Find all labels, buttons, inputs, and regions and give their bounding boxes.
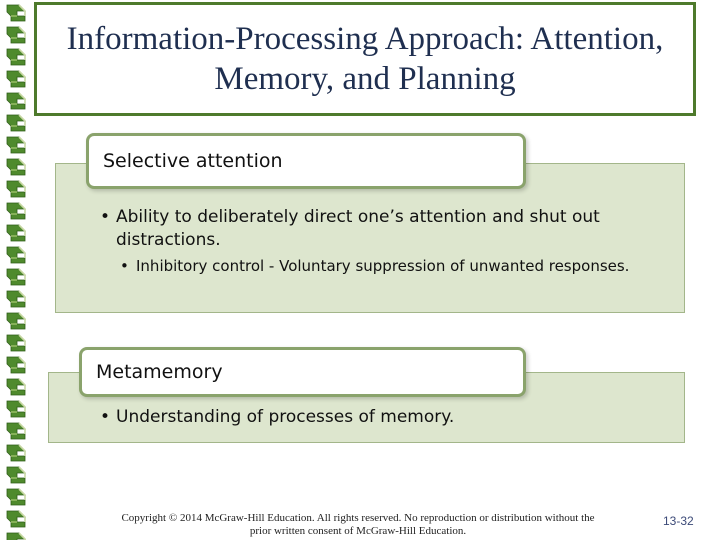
selective-attention-bullet-text: Ability to deliberately direct one’s att… [116, 207, 600, 250]
selective-attention-heading-text: Selective attention [103, 150, 283, 172]
green-knot-icon [6, 70, 26, 88]
metamemory-heading-text: Metamemory [96, 361, 223, 383]
copyright-line-1: Copyright © 2014 McGraw-Hill Education. … [121, 512, 595, 524]
green-knot-icon [6, 246, 26, 264]
green-knot-icon [6, 532, 26, 540]
bullet-marker: • [100, 407, 111, 427]
page-number: 13-32 [663, 514, 694, 528]
green-knot-icon [6, 378, 26, 396]
green-knot-icon [6, 510, 26, 528]
decorative-border-strip [6, 4, 26, 540]
inhibitory-control-subbullet-text: Inhibitory control - Voluntary suppressi… [136, 257, 630, 275]
green-knot-icon [6, 290, 26, 308]
selective-attention-heading: Selective attention [86, 133, 526, 189]
green-knot-icon [6, 224, 26, 242]
metamemory-bullet-text: Understanding of processes of memory. [116, 407, 455, 427]
green-knot-icon [6, 202, 26, 220]
bullet-marker: • [120, 257, 129, 275]
green-knot-icon [6, 488, 26, 506]
green-knot-icon [6, 136, 26, 154]
green-knot-icon [6, 4, 26, 22]
green-knot-icon [6, 180, 26, 198]
copyright-line-2: prior written consent of McGraw-Hill Edu… [249, 525, 467, 537]
green-knot-icon [6, 26, 26, 44]
green-knot-icon [6, 48, 26, 66]
title-box: Information-Processing Approach: Attenti… [34, 2, 696, 116]
green-knot-icon [6, 466, 26, 484]
green-knot-icon [6, 158, 26, 176]
copyright-footer: Copyright © 2014 McGraw-Hill Education. … [88, 512, 628, 538]
green-knot-icon [6, 356, 26, 374]
green-knot-icon [6, 422, 26, 440]
slide-title-line-2: Memory, and Planning [214, 61, 516, 97]
green-knot-icon [6, 444, 26, 462]
green-knot-icon [6, 400, 26, 418]
metamemory-bullet: • Understanding of processes of memory. [100, 406, 660, 429]
green-knot-icon [6, 268, 26, 286]
green-knot-icon [6, 334, 26, 352]
green-knot-icon [6, 114, 26, 132]
slide-title-line-1: Information-Processing Approach: Attenti… [66, 21, 664, 57]
selective-attention-bullet: • Ability to deliberately direct one’s a… [100, 206, 660, 252]
metamemory-heading: Metamemory [79, 347, 526, 397]
green-knot-icon [6, 92, 26, 110]
bullet-marker: • [100, 207, 111, 227]
green-knot-icon [6, 312, 26, 330]
inhibitory-control-subbullet: • Inhibitory control - Voluntary suppres… [120, 256, 640, 277]
